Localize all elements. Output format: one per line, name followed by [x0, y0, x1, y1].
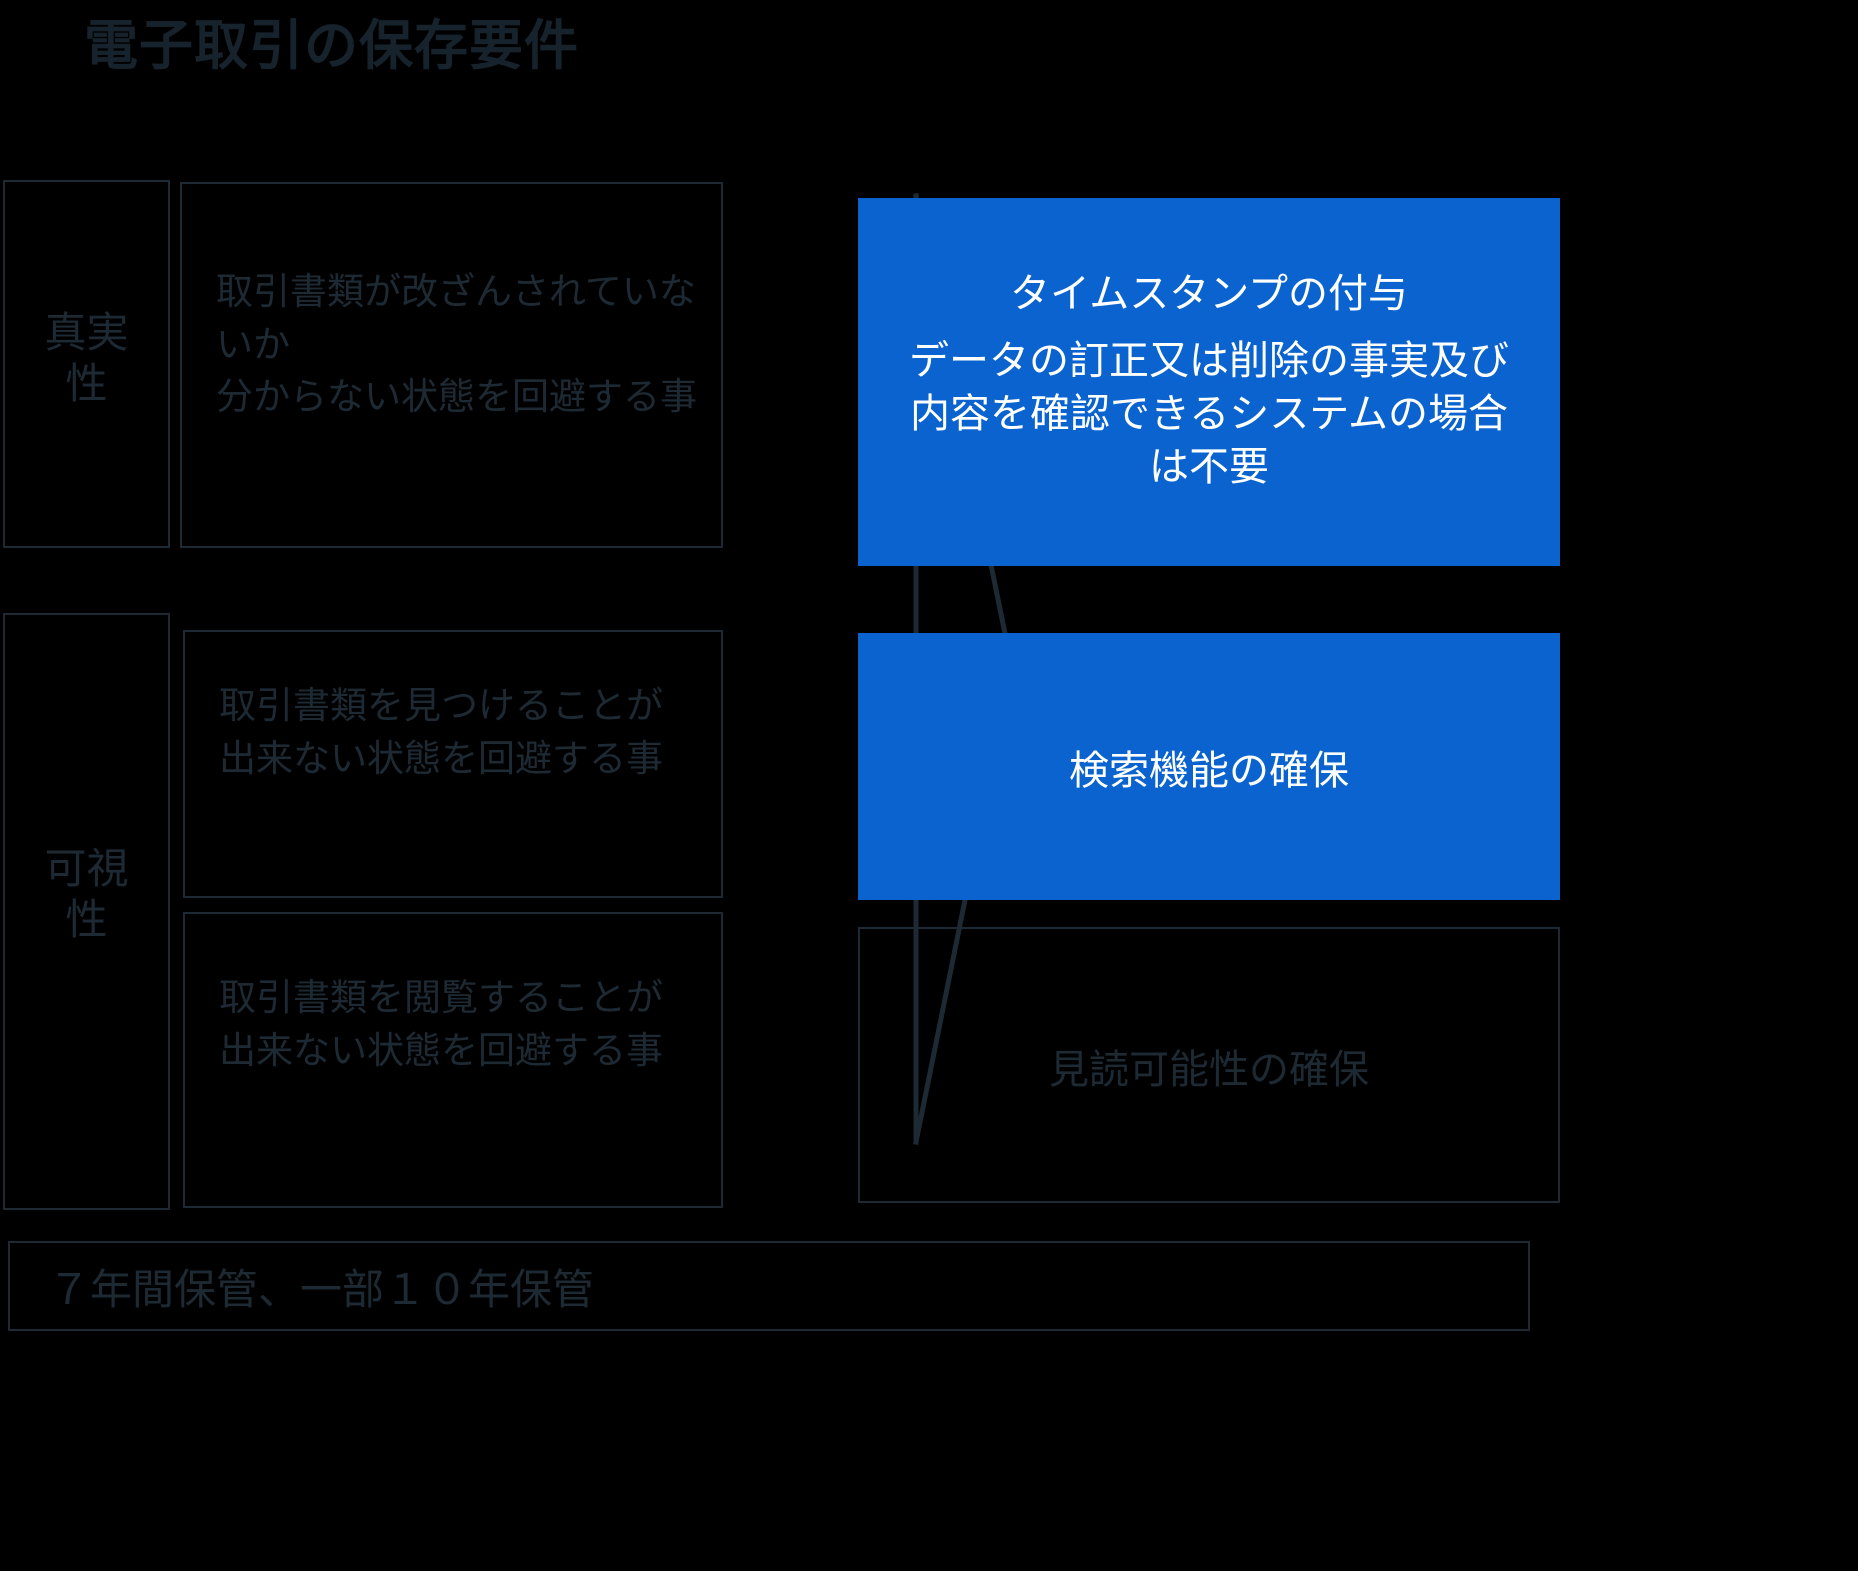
requirement-desc-visibility-view: 取引書類を閲覧することが出来ない状態を回避する事	[219, 977, 663, 1071]
retention-box: ７年間保管、一部１０年保管	[8, 1241, 1530, 1331]
measure-heading-readability: 見読可能性の確保	[1049, 1048, 1369, 1092]
requirement-label-authenticity: 真実 性	[44, 309, 129, 408]
requirement-desc-authenticity: 取引書類が改ざんされていないか 分からない状態を回避する事	[216, 271, 697, 418]
measure-card-readability: 見読可能性の確保	[858, 927, 1560, 1203]
page-title: 電子取引の保存要件	[84, 16, 579, 76]
requirement-desc-box-visibility-view: 取引書類を閲覧することが出来ない状態を回避する事	[183, 912, 723, 1208]
measure-card-search: 検索機能の確保	[858, 633, 1560, 900]
requirement-desc-box-visibility-search: 取引書類を見つけることが出来ない状態を回避する事	[183, 630, 723, 898]
requirement-desc-box-authenticity: 取引書類が改ざんされていないか 分からない状態を回避する事	[180, 182, 723, 548]
requirement-label-visibility: 可視 性	[44, 845, 129, 944]
measure-heading-timestamp: タイムスタンプの付与	[1010, 272, 1408, 316]
requirement-label-box-visibility: 可視 性	[3, 613, 170, 1210]
measure-card-timestamp: タイムスタンプの付与 データの訂正又は削除の事実及び 内容を確認できるシステムの…	[858, 198, 1560, 566]
requirement-label-box-authenticity: 真実 性	[3, 180, 170, 548]
retention-text: ７年間保管、一部１０年保管	[48, 1266, 595, 1313]
requirement-desc-visibility-search: 取引書類を見つけることが出来ない状態を回避する事	[219, 685, 663, 779]
measure-heading-search: 検索機能の確保	[1069, 749, 1349, 793]
measure-note-timestamp: データの訂正又は削除の事実及び 内容を確認できるシステムの場合 は不要	[909, 339, 1509, 490]
